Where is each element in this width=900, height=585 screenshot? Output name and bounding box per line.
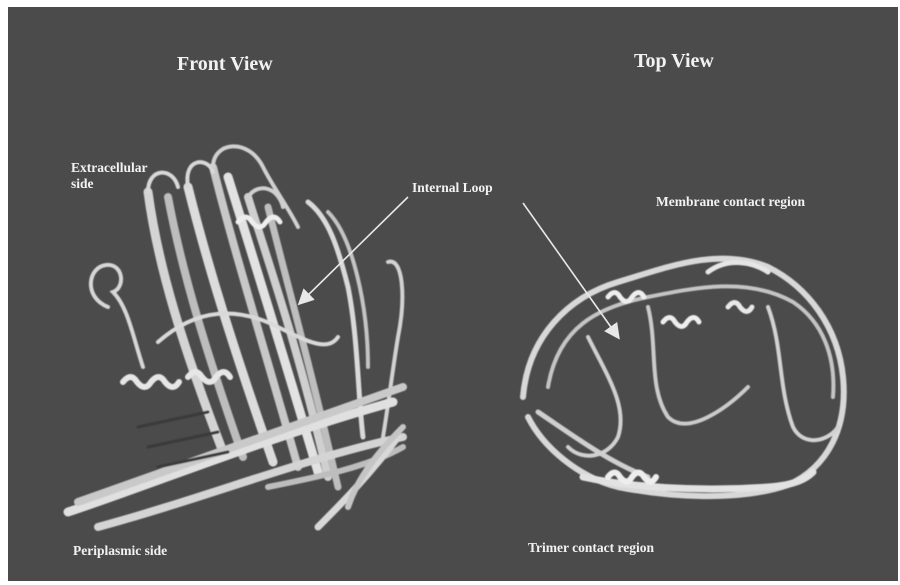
internal-loop-arrows xyxy=(300,197,618,337)
ribbon-illustration xyxy=(8,7,898,581)
front-view-barrel xyxy=(68,146,403,527)
internal-loop-label: Internal Loop xyxy=(412,180,493,196)
membrane-contact-region-label: Membrane contact region xyxy=(656,194,805,210)
extracellular-side-label: Extracellular side xyxy=(71,160,147,191)
trimer-contact-region-label: Trimer contact region xyxy=(528,540,654,556)
front-view-title: Front View xyxy=(177,53,273,76)
top-view-barrel xyxy=(523,259,844,497)
protein-structure-figure: Front View Top View Extracellular side I… xyxy=(8,7,898,581)
top-view-title: Top View xyxy=(634,50,714,73)
extracellular-label-line2: side xyxy=(71,176,147,192)
extracellular-label-line1: Extracellular xyxy=(71,160,147,176)
periplasmic-side-label: Periplasmic side xyxy=(73,543,167,559)
